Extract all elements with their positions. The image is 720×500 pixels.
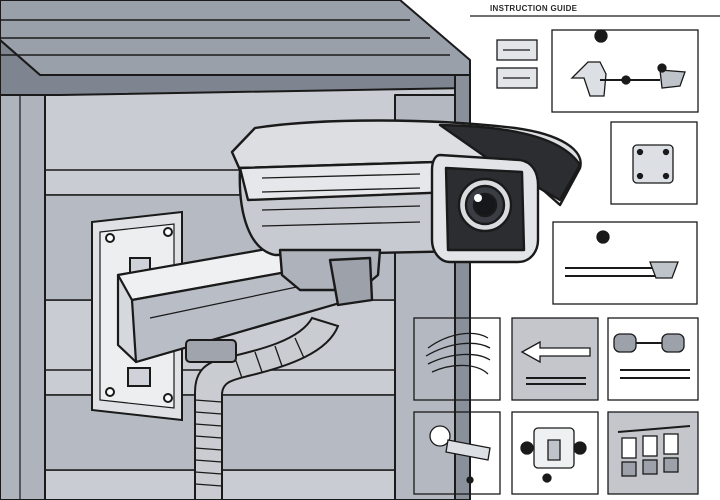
step-panel-junction (511, 411, 599, 495)
step-panel-wires (413, 317, 501, 401)
step-panel-clamps (607, 411, 699, 495)
step-panel-plate (610, 121, 698, 205)
step-panel-wrench (413, 411, 501, 495)
step-panel-arrow (511, 317, 599, 401)
cable-conduit (185, 316, 340, 500)
step-panel-rail (552, 221, 698, 305)
guide-panels (413, 15, 720, 495)
step-panel-labels (496, 39, 538, 89)
security-camera-illustration (230, 119, 582, 307)
step-panel-connectors (607, 317, 699, 401)
step-panel-bracket (551, 29, 699, 113)
guide-title: INSTRUCTION GUIDE (490, 4, 578, 13)
